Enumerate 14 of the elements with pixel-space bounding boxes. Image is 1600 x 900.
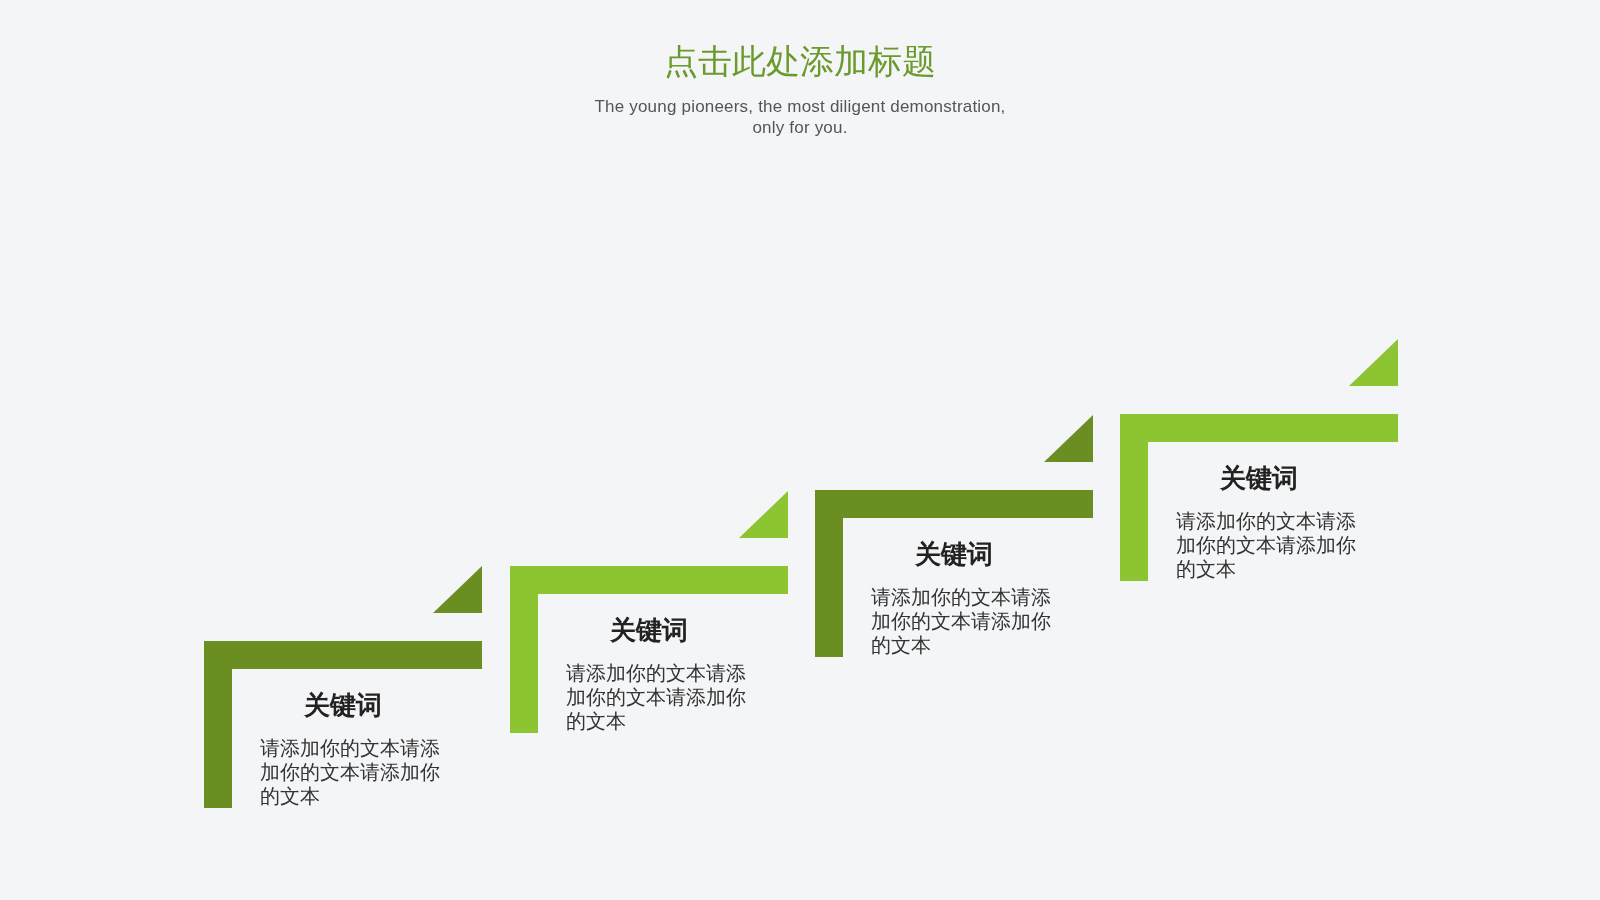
l-shaped-step [815, 490, 1093, 657]
step-text: 请添加你的文本请添加你的文本请添加你的文本 [871, 585, 1052, 657]
l-shaped-step [1120, 414, 1398, 581]
step-heading: 关键词 [915, 539, 993, 569]
step-text: 请添加你的文本请添加你的文本请添加你的文本 [260, 736, 441, 808]
subtitle: The young pioneers, the most diligent demonstration, only for you. [593, 96, 1007, 138]
l-shaped-step [204, 641, 482, 808]
title: 点击此处添加标题 [664, 41, 936, 82]
step-heading: 关键词 [304, 690, 382, 720]
step-heading: 关键词 [1220, 463, 1298, 493]
l-shaped-step [510, 566, 788, 733]
step-heading: 关键词 [610, 615, 688, 645]
step-text: 请添加你的文本请添加你的文本请添加你的文本 [566, 661, 747, 733]
step-text: 请添加你的文本请添加你的文本请添加你的文本 [1176, 509, 1357, 581]
